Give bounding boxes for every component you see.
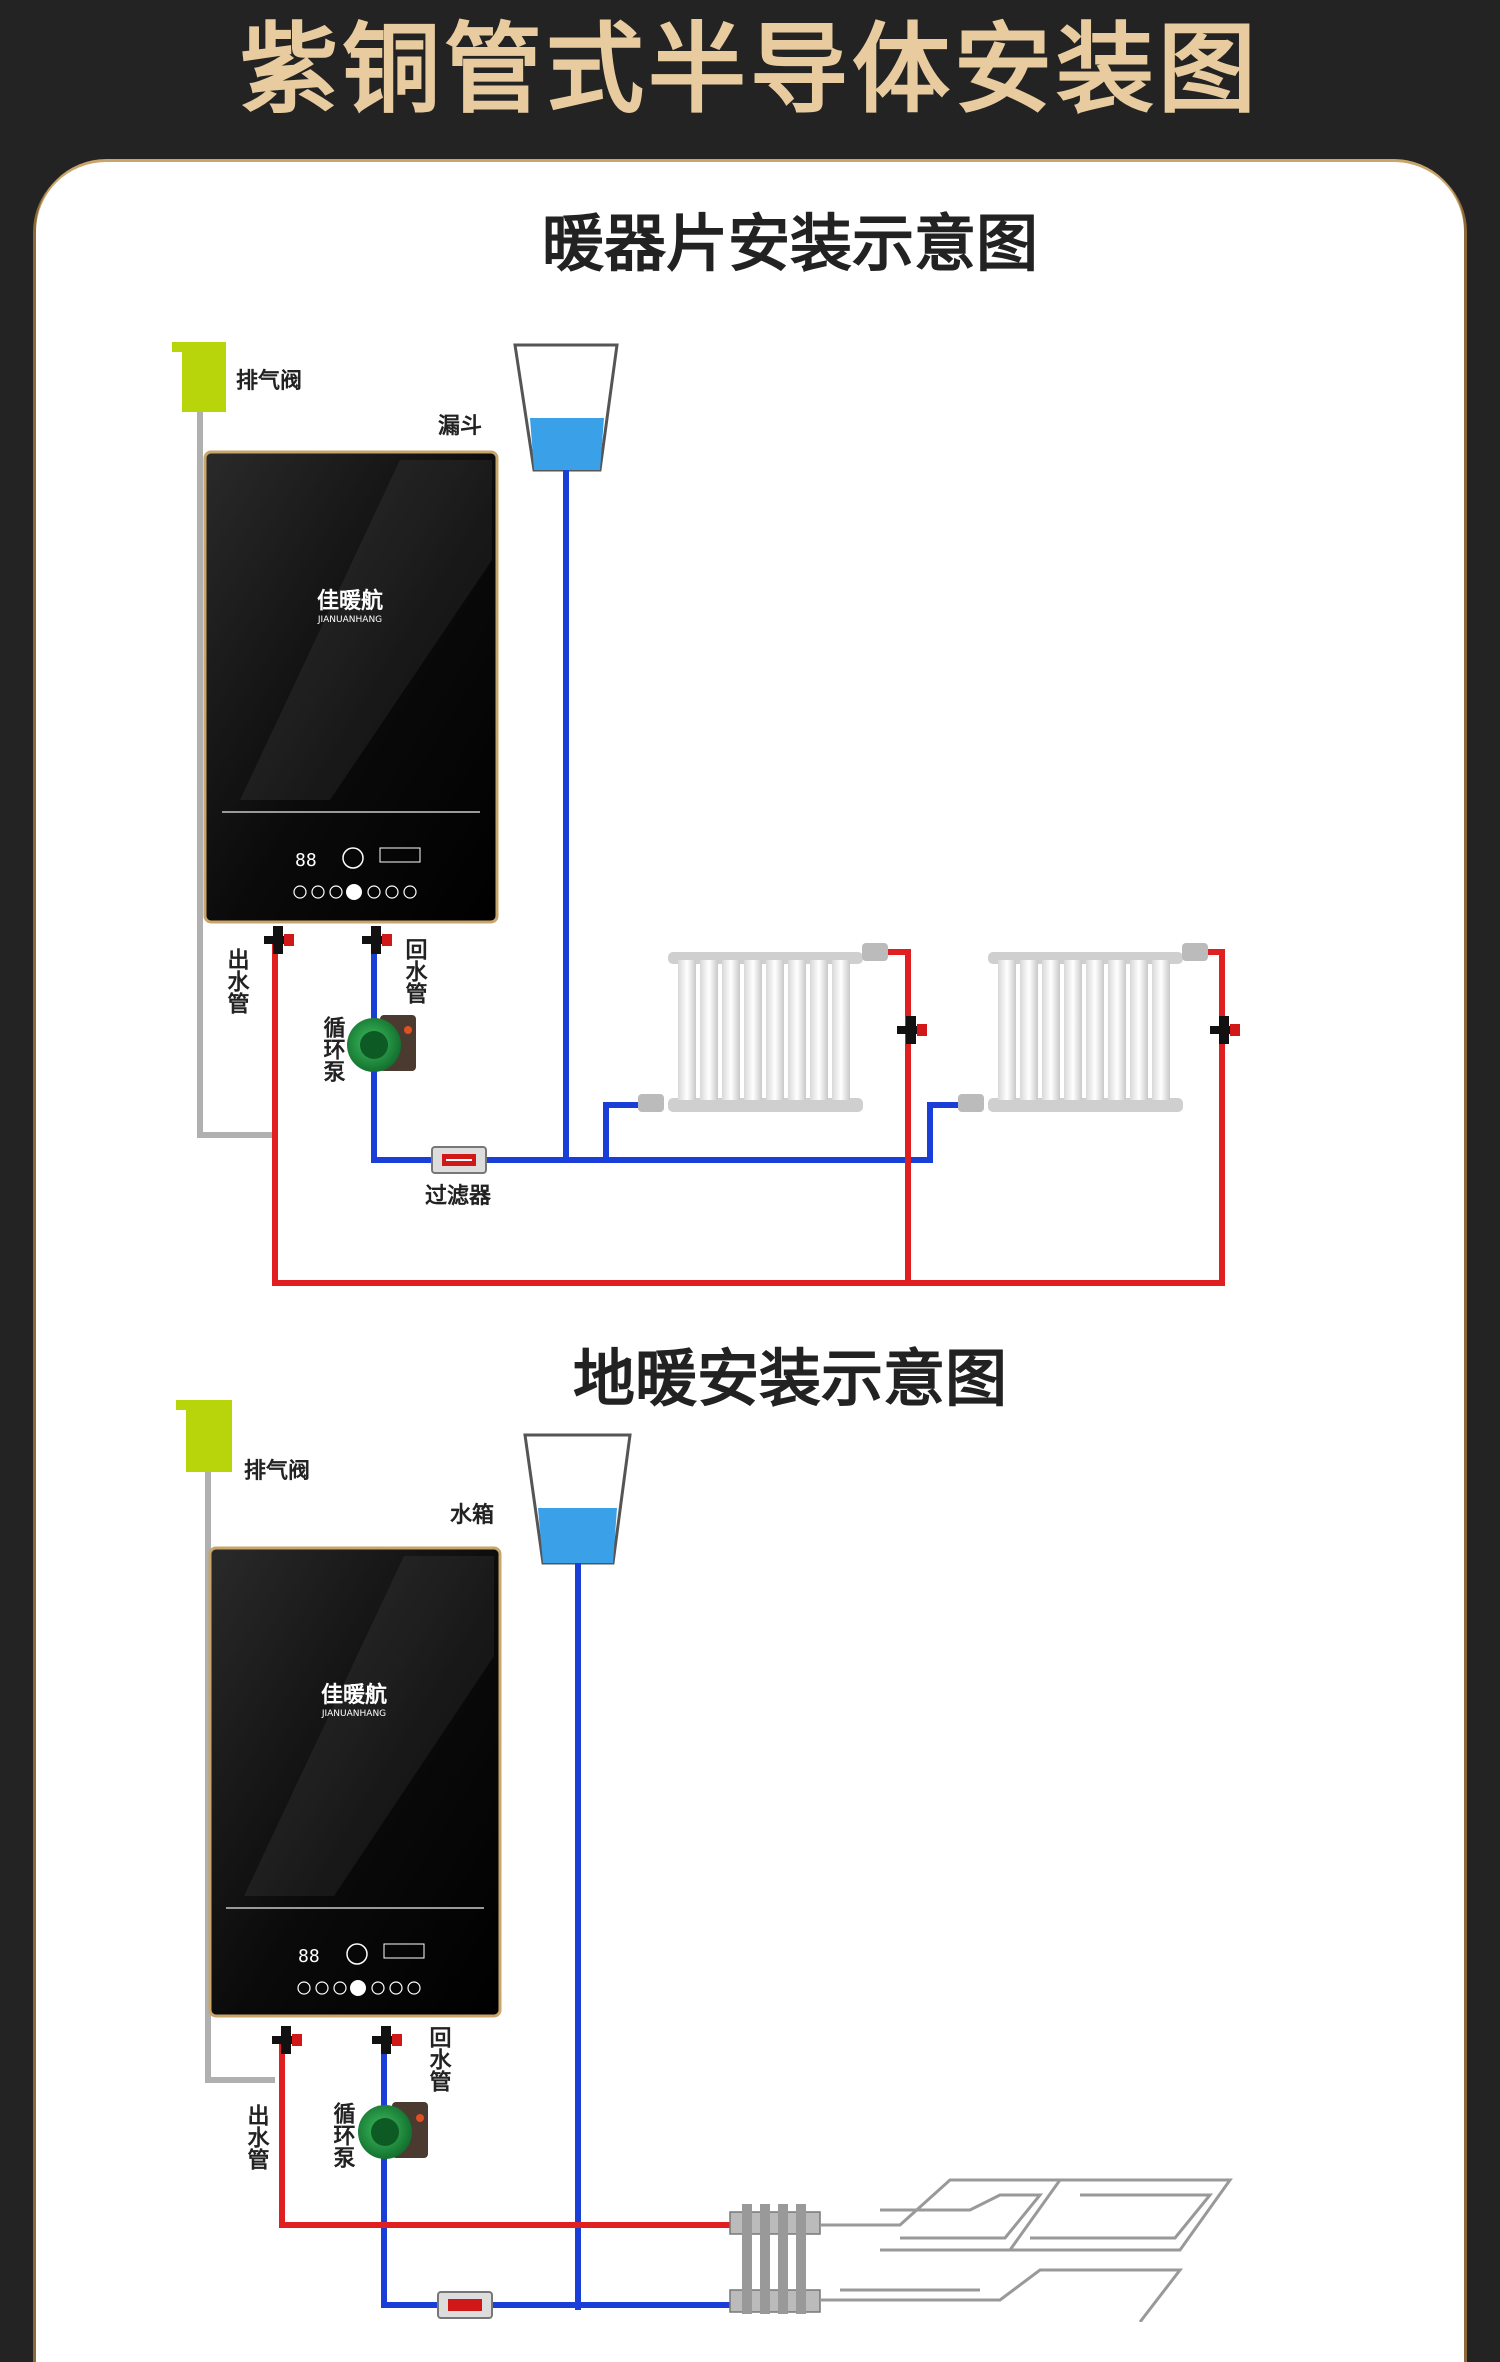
radiator-1-valve-icon xyxy=(897,1016,927,1044)
filter-icon xyxy=(431,1146,487,1174)
radiator-2-valve-icon xyxy=(1210,1016,1240,1044)
floor-boiler-brand: 佳暖航 xyxy=(321,1682,387,1708)
return-pipe-label: 回水管 xyxy=(402,938,428,1005)
tank-label: 水箱 xyxy=(450,1502,494,1528)
floor-return-valve-icon xyxy=(372,2026,402,2054)
funnel-icon xyxy=(513,343,619,472)
floor-return-pipe-label: 回水管 xyxy=(426,2026,452,2093)
radiator-section-heading: 暖器片安装示意图 xyxy=(542,207,1038,280)
floor-vent-pipe xyxy=(205,1470,275,2083)
return-valve-icon xyxy=(362,926,392,954)
floor-outlet-valve-icon xyxy=(272,2026,302,2054)
hot-pipes xyxy=(272,940,1225,1286)
tank-icon xyxy=(523,1433,632,1565)
boiler-control-panel: 88 xyxy=(293,847,421,900)
boiler-display: 88 xyxy=(295,850,317,871)
pump-label: 循环泵 xyxy=(320,1015,346,1082)
floor-hot-pipes xyxy=(279,2040,740,2228)
floor-boiler-brand-latin: JIANUANHANG xyxy=(321,1709,386,1719)
vent-valve-icon xyxy=(172,342,226,412)
outlet-valve-icon xyxy=(264,926,294,954)
floor-boiler-control-panel: 88 xyxy=(297,1943,425,1996)
floor-circulation-pump-icon xyxy=(358,2102,428,2159)
circulation-pump-icon xyxy=(347,1015,416,1072)
floor-filter-icon xyxy=(437,2291,493,2319)
radiator-1-icon xyxy=(638,943,888,1112)
boiler-brand-latin: JIANUANHANG xyxy=(317,615,382,625)
manifold-icon xyxy=(729,2204,821,2314)
funnel-label: 漏斗 xyxy=(438,413,482,439)
floor-vent-valve-label: 排气阀 xyxy=(244,1458,310,1484)
outlet-pipe-label: 出水管 xyxy=(224,948,250,1015)
page-title: 紫铜管式半导体安装图 xyxy=(239,13,1260,127)
floor-pump-label: 循环泵 xyxy=(330,2101,356,2168)
floor-vent-valve-icon xyxy=(176,1400,232,1472)
vent-valve-label: 排气阀 xyxy=(236,368,302,394)
floor-heating-coils-icon xyxy=(820,2178,1233,2322)
boiler-unit: 佳暖航 JIANUANHANG 88 xyxy=(203,450,499,924)
floor-boiler-unit: 佳暖航 JIANUANHANG 88 xyxy=(208,1546,502,2018)
floor-section-heading: 地暖安装示意图 xyxy=(573,1342,1007,1415)
boiler-brand: 佳暖航 xyxy=(317,588,383,614)
filter-label: 过滤器 xyxy=(425,1184,492,1209)
floor-boiler-display: 88 xyxy=(298,1946,320,1967)
vent-pipe xyxy=(197,400,272,1138)
floor-outlet-pipe-label: 出水管 xyxy=(244,2104,270,2171)
radiator-2-icon xyxy=(958,943,1208,1112)
